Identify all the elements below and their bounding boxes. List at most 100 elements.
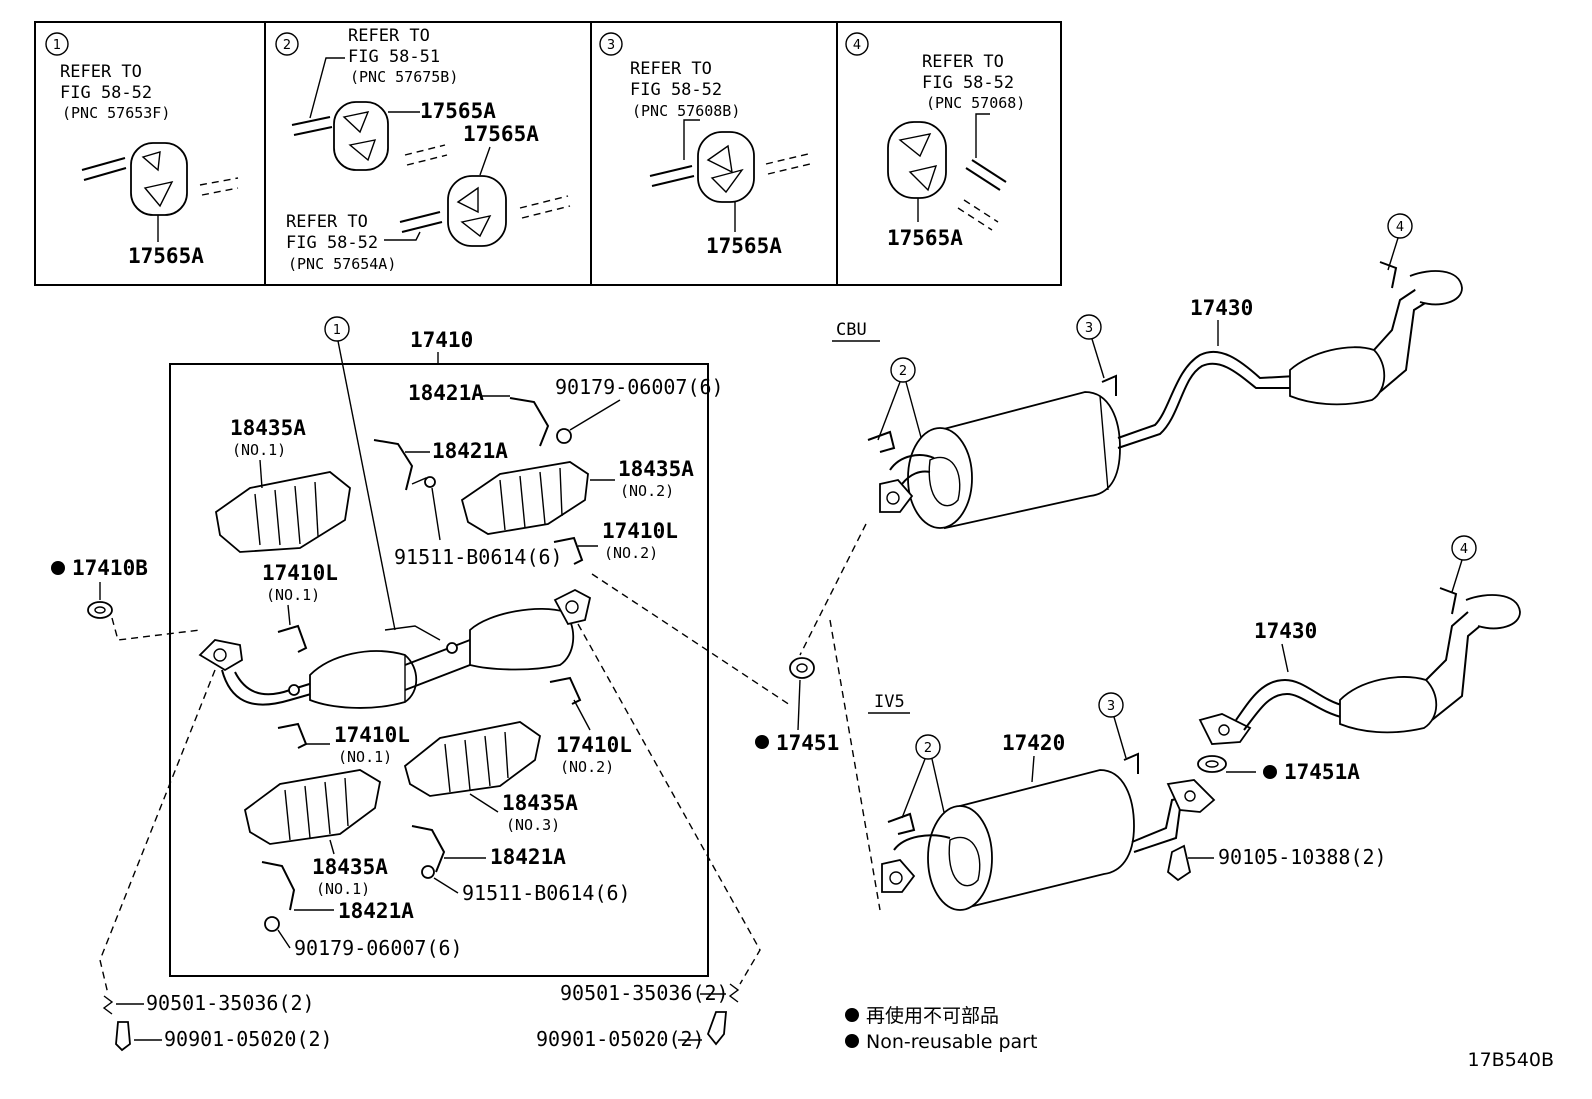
box1-part[interactable]: 17565A — [128, 244, 204, 268]
p17410l-no2-top-label[interactable]: 17410L — [602, 519, 678, 543]
box1-pnc[interactable]: (PNC 57653F) — [62, 104, 170, 122]
heat-shield-18435a-no1-bot-icon — [243, 769, 382, 845]
nut-icon — [556, 428, 572, 444]
box1-fig[interactable]: FIG 58-52 — [60, 83, 152, 103]
p17410l-no1-top-label[interactable]: 17410L — [262, 561, 338, 585]
heat-shield-18435a-no2-icon — [460, 461, 589, 535]
p90901-left-label[interactable]: 90901-05020(2) — [164, 1027, 333, 1051]
box2-fig-a[interactable]: FIG 58-51 — [348, 47, 440, 67]
non-reusable-dot-icon — [845, 1008, 859, 1022]
box4-fig[interactable]: FIG 58-52 — [922, 73, 1014, 93]
iv5-callout-2: 2 — [924, 741, 932, 756]
iv5-section: IV5 2 3 17420 4 17430 — [868, 535, 1521, 911]
iv5-p17451a-label[interactable]: 17451A — [1284, 760, 1360, 784]
p18435a-no3-label[interactable]: 18435A — [502, 791, 578, 815]
hanger-17565a-icon — [697, 131, 755, 203]
assembly-17410: 17410 1 18435A (NO.1) 17410L (NO.1) 1842… — [169, 316, 724, 977]
p17410b-label[interactable]: 17410B — [72, 556, 148, 580]
no1-top-label: (NO.1) — [232, 441, 286, 459]
iv5-callout-3: 3 — [1107, 699, 1115, 714]
box4-number: 4 — [853, 38, 861, 53]
box2-pnc-b[interactable]: (PNC 57654A) — [288, 255, 396, 273]
box4-refer[interactable]: REFER TO — [922, 52, 1004, 72]
p90901-right-label[interactable]: 90901-05020(2) — [536, 1027, 705, 1051]
p18421a-d-label[interactable]: 18421A — [338, 899, 414, 923]
box3-number: 3 — [607, 38, 615, 53]
box2-pnc-a[interactable]: (PNC 57675B) — [350, 68, 458, 86]
heat-shield-18435a-no1-top-icon — [215, 471, 351, 553]
inset-panels — [34, 21, 1062, 286]
iv5-muffler-17420-icon — [881, 752, 1216, 911]
no2-b-label: (NO.2) — [604, 544, 658, 562]
box2-refer-b[interactable]: REFER TO — [286, 212, 368, 232]
box1-number: 1 — [53, 38, 61, 53]
p91511-top-label[interactable]: 91511-B0614(6) — [394, 545, 563, 569]
cbu-p17430-label[interactable]: 17430 — [1190, 296, 1253, 320]
clamp-icon — [411, 825, 446, 873]
box2-part-b[interactable]: 17565A — [463, 122, 539, 146]
non-reusable-dot-icon — [1263, 765, 1277, 779]
p18435a-no1-bot-label[interactable]: 18435A — [312, 855, 388, 879]
p17410l-no2-bot-label[interactable]: 17410L — [556, 733, 632, 757]
box2-refer-a[interactable]: REFER TO — [348, 26, 430, 46]
p18435a-top-label[interactable]: 18435A — [230, 416, 306, 440]
bolt-icon — [421, 865, 435, 879]
p90179-bot-label[interactable]: 90179-06007(6) — [294, 936, 463, 960]
box3-part[interactable]: 17565A — [706, 234, 782, 258]
gasket-17451: 17451 — [591, 523, 881, 911]
iv5-p90105-label[interactable]: 90105-10388(2) — [1218, 845, 1387, 869]
non-reusable-dot-icon — [51, 561, 65, 575]
hanger-17565a-icon — [447, 175, 507, 247]
cbu-callout-2: 2 — [899, 364, 907, 379]
heat-shield-18435a-no3-icon — [403, 721, 542, 797]
iv5-label: IV5 — [874, 692, 905, 712]
clamp-icon — [373, 439, 414, 491]
exhaust-front-pipe-icon — [198, 588, 592, 709]
box4-part[interactable]: 17565A — [887, 226, 963, 250]
p18421a-c-label[interactable]: 18421A — [490, 845, 566, 869]
no1-d-label: (NO.1) — [316, 880, 370, 898]
gasket-icon — [1197, 755, 1227, 773]
cbu-section: CBU 2 3 4 17430 — [832, 213, 1463, 530]
box3-fig[interactable]: FIG 58-52 — [630, 80, 722, 100]
inset-box-3: 3 REFER TO FIG 58-52 (PNC 57608B) 17565A — [599, 32, 811, 258]
box2-part-a[interactable]: 17565A — [420, 99, 496, 123]
box4-pnc[interactable]: (PNC 57068) — [926, 94, 1025, 112]
bracket-icon — [553, 536, 584, 565]
box1-refer[interactable]: REFER TO — [60, 62, 142, 82]
box2-fig-b[interactable]: FIG 58-52 — [286, 233, 378, 253]
hanger-17565a-icon — [333, 101, 389, 171]
p91511-bot-label[interactable]: 91511-B0614(6) — [462, 881, 631, 905]
legend: 再使用不可部品 Non-reusable part — [845, 1005, 1037, 1053]
callout-1: 1 — [333, 323, 341, 338]
hanger-17565a-icon — [130, 142, 188, 216]
gasket-icon — [87, 601, 113, 619]
no2-c-label: (NO.2) — [560, 758, 614, 776]
p90501-right-label[interactable]: 90501-35036(2) — [560, 981, 729, 1005]
figure-code: 17B540B — [1467, 1049, 1554, 1071]
no1-l-label: (NO.1) — [266, 586, 320, 604]
gasket-icon — [789, 657, 815, 679]
no1-c-label: (NO.1) — [338, 748, 392, 766]
assy-label[interactable]: 17410 — [410, 328, 473, 352]
iv5-tailpipe-17430-icon — [1198, 587, 1521, 745]
iv5-p17430-label[interactable]: 17430 — [1254, 619, 1317, 643]
p18421a-b-label[interactable]: 18421A — [432, 439, 508, 463]
mounting-hardware: 90501-35036(2) 90901-05020(2) 90501-3503… — [99, 623, 761, 1052]
p18435a-no2-label[interactable]: 18435A — [618, 457, 694, 481]
bolt-icon — [1167, 844, 1192, 882]
assembly-frame — [169, 363, 709, 977]
p17410l-no1-bot-label[interactable]: 17410L — [334, 723, 410, 747]
p90179-top-label[interactable]: 90179-06007(6) — [555, 375, 724, 399]
iv5-p17420-label[interactable]: 17420 — [1002, 731, 1065, 755]
box3-refer[interactable]: REFER TO — [630, 59, 712, 79]
bracket-icon — [277, 722, 308, 749]
p90501-left-label[interactable]: 90501-35036(2) — [146, 991, 315, 1015]
spring-icon — [102, 995, 114, 1015]
box3-pnc[interactable]: (PNC 57608B) — [632, 102, 740, 120]
p17451-label[interactable]: 17451 — [776, 731, 839, 755]
p18421a-a-label[interactable]: 18421A — [408, 381, 484, 405]
gasket-17410b: 17410B — [51, 556, 201, 641]
